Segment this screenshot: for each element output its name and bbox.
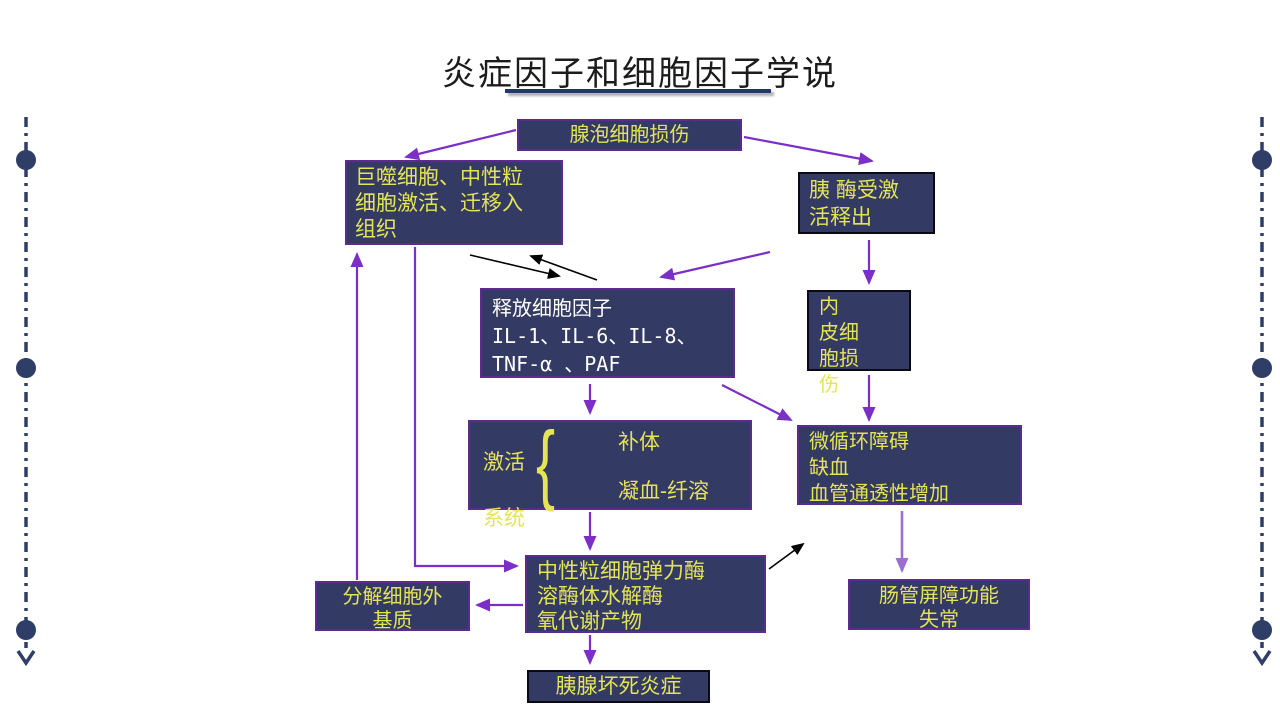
side-ornament-right <box>1252 117 1272 667</box>
box-text: IL-1、IL-6、IL-8、 <box>492 324 697 348</box>
arrow-cytokine-to-macrophage-black <box>529 254 598 281</box>
activate-label: 激活 <box>483 451 525 474</box>
box-macrophage-neutrophil-activation: 巨噬细胞、中性粒 细胞激活、迁移入 组织 <box>345 160 563 245</box>
arrow-acinar-to-macrophage <box>404 128 517 161</box>
box-extracellular-matrix-breakdown: 分解细胞外 基质 <box>315 581 470 632</box>
box-text: 释放细胞因子 <box>492 296 612 320</box>
box-text: 胰 酶受激 <box>809 179 899 202</box>
box-text: 细胞激活、迁移入 <box>355 192 523 215</box>
box-text: 缺血 <box>809 457 849 479</box>
arrow-macrophage-to-cytokine-black <box>469 254 561 279</box>
title-underline <box>505 89 771 93</box>
brace-glyph: { <box>536 413 556 512</box>
box-text: 胞损 <box>819 348 859 370</box>
coagulation-fibrinolysis-label: 凝血-纤溶 <box>618 480 709 503</box>
box-text: 肠管屏障功能 <box>879 585 999 607</box>
slide-title: 炎症因子和细胞因子学说 <box>442 55 838 93</box>
box-text: 失常 <box>919 609 959 631</box>
box-pancreatic-enzyme-release: 胰 酶受激 活释出 <box>798 172 935 234</box>
box-text: 腺泡细胞损伤 <box>569 124 690 146</box>
box-pancreatic-necrosis-inflammation: 胰腺坏死炎症 <box>527 670 710 703</box>
box-text: 微循环障碍 <box>809 431 909 453</box>
box-text: 内 <box>819 296 839 318</box>
box-text: 基质 <box>372 610 413 632</box>
box-text: 溶酶体水解酶 <box>537 585 663 608</box>
box-microcirculation-disorder: 微循环障碍 缺血 血管通透性增加 <box>797 425 1022 505</box>
box-acinar-cell-injury: 腺泡细胞损伤 <box>517 119 742 151</box>
box-neutrophil-elastase: 中性粒细胞弹力酶 溶酶体水解酶 氧代谢产物 <box>525 555 766 633</box>
system-label: 系统 <box>483 507 525 530</box>
box-text: 胰腺坏死炎症 <box>555 675 682 698</box>
arrow-cytokine-to-microcirc <box>721 384 793 421</box>
box-cytokine-release: 释放细胞因子 IL-1、IL-6、IL-8、 TNF-α 、PAF <box>480 288 735 378</box>
box-text: 血管通透性增加 <box>809 483 949 505</box>
box-text: 氧代谢产物 <box>537 610 642 633</box>
arrow-acinar-to-enzyme <box>743 135 874 165</box>
box-text: 皮细 <box>819 322 859 344</box>
box-text: 活释出 <box>809 206 872 229</box>
box-text: 分解细胞外 <box>342 586 443 608</box>
complement-label: 补体 <box>618 431 660 454</box>
arrow-elastase-to-microcirc-black <box>768 542 805 570</box>
box-endothelial-cell-injury: 内 皮细 胞损 伤 <box>807 290 911 396</box>
box-text: 中性粒细胞弹力酶 <box>537 560 705 583</box>
box-text: TNF-α 、PAF <box>492 352 621 376</box>
box-text: 组织 <box>355 218 397 241</box>
box-text: 巨噬细胞、中性粒 <box>355 166 523 189</box>
arrow-enzyme-to-cytokine <box>659 250 771 281</box>
side-ornament-left <box>16 117 36 667</box>
box-activate-complement-coagulation: 激活 { 补体 凝血-纤溶 系统 <box>468 413 752 530</box>
box-text: 伤 <box>819 374 839 396</box>
box-intestinal-barrier-dysfunction: 肠管屏障功能 失常 <box>848 579 1030 631</box>
